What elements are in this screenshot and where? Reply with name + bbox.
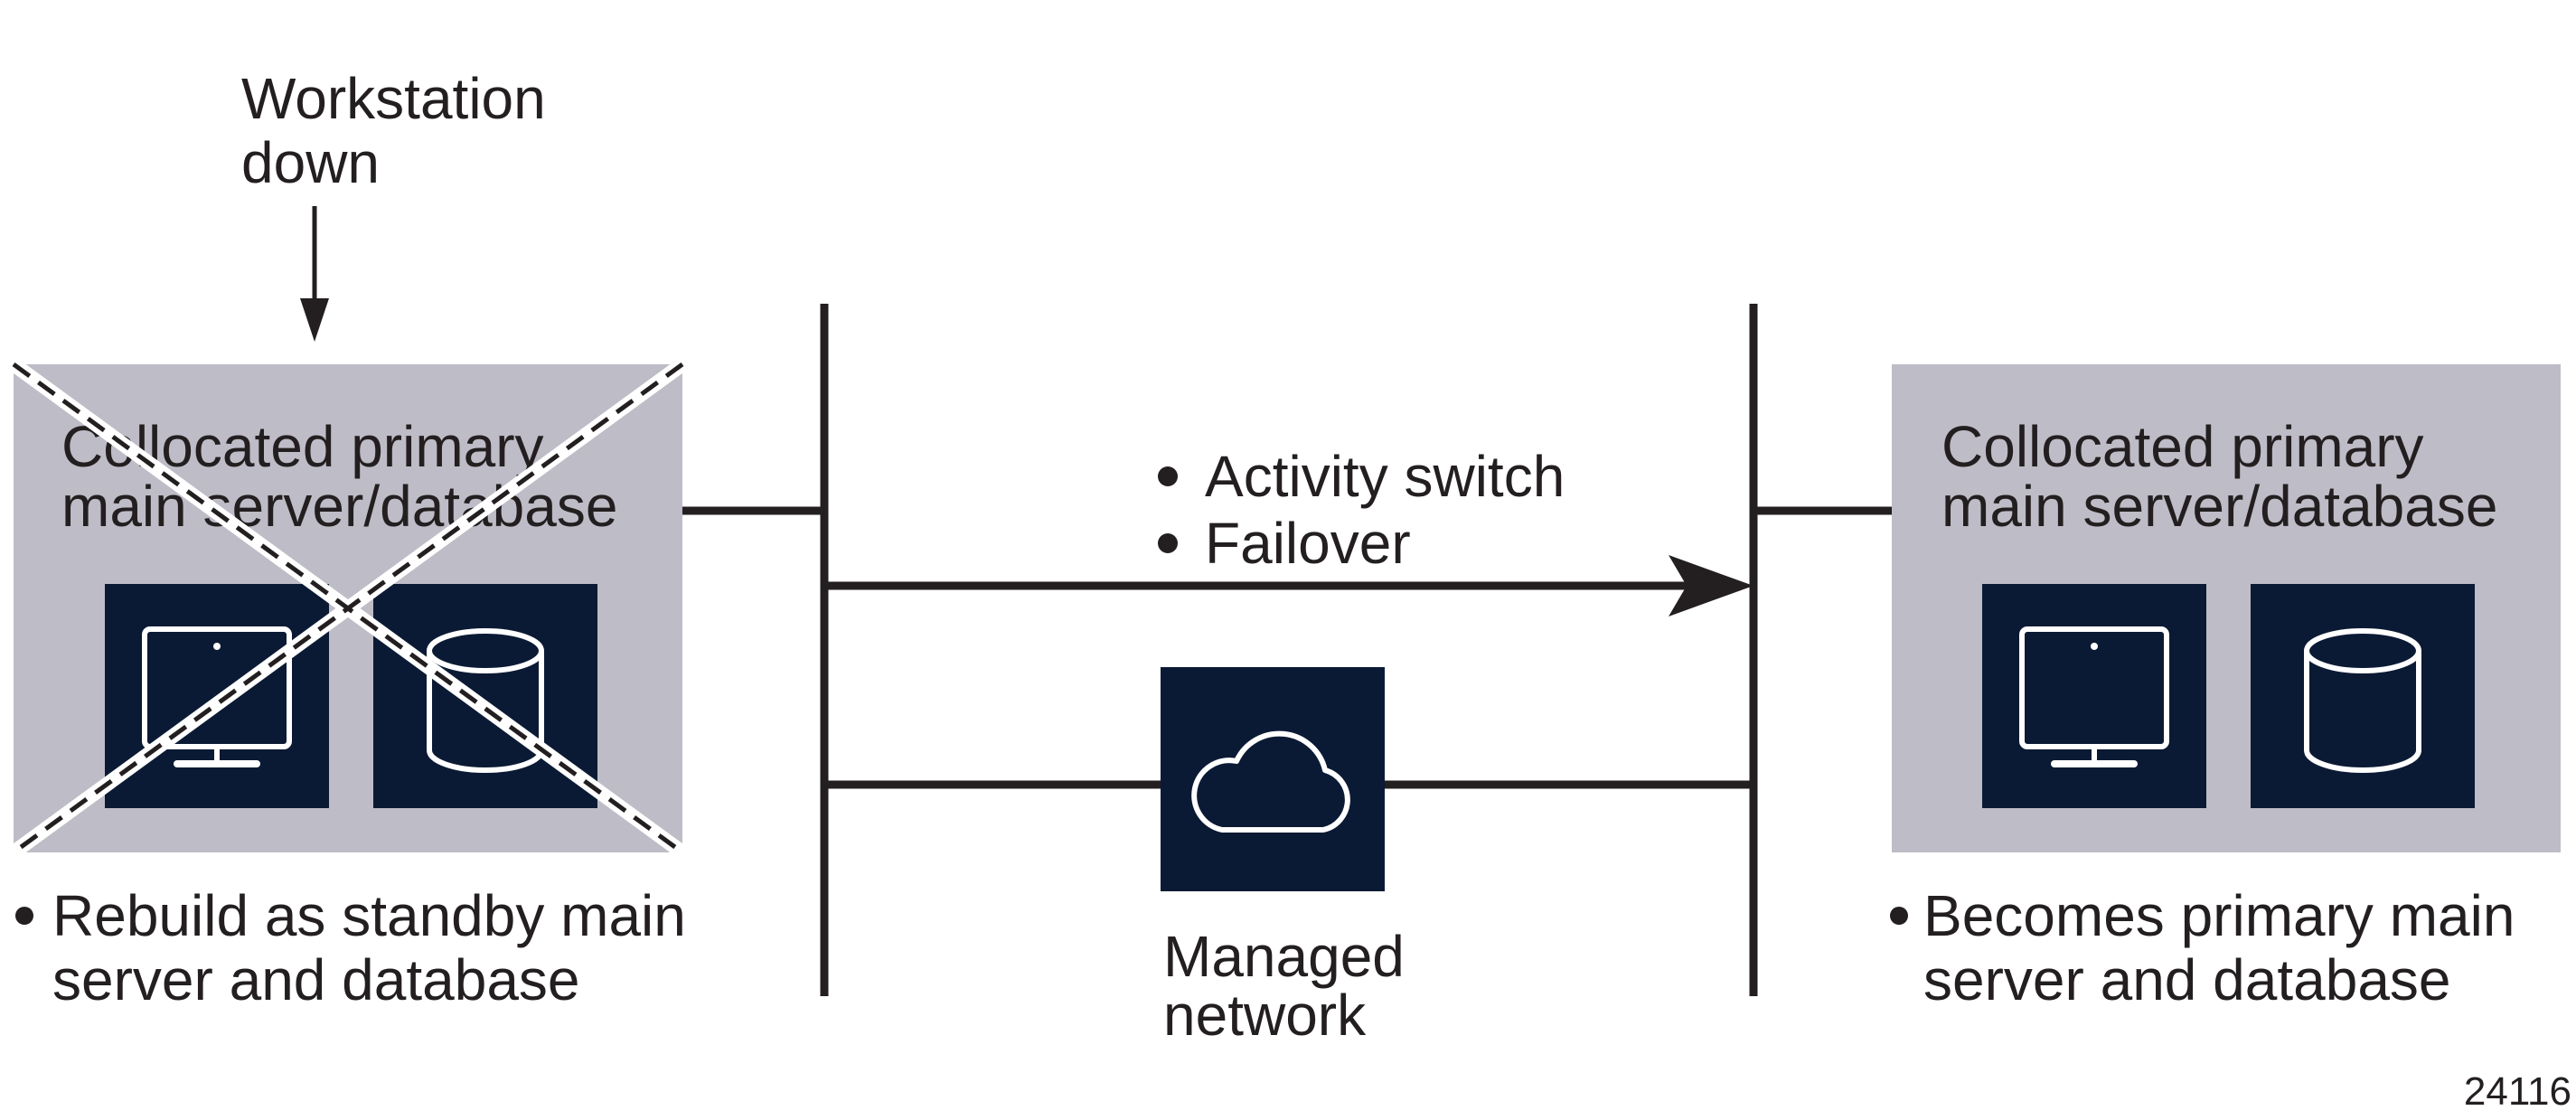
right-server-title-line2: main server/database (1941, 474, 2497, 539)
managed-network: Managed network (1161, 667, 1405, 1048)
left-server-title-line1: Collocated primary (61, 414, 544, 479)
left-note-line1: Rebuild as standby main (52, 883, 686, 948)
right-server-panel: Collocated primary main server/database … (1890, 364, 2561, 1012)
left-note-bullet (15, 907, 33, 925)
right-note-bullet (1890, 907, 1908, 925)
workstation-down-callout: Workstation down (241, 66, 546, 342)
monitor-icon (142, 626, 292, 767)
cloud-tile (1161, 667, 1385, 891)
left-server-title-line2: main server/database (61, 474, 617, 539)
switch-action-item-1: Activity switch (1205, 444, 1565, 509)
right-note-line1: Becomes primary main (1923, 883, 2515, 948)
workstation-down-line2: down (241, 130, 380, 195)
switch-actions-list: Activity switch Failover (1158, 444, 1565, 576)
database-icon (2304, 628, 2421, 773)
switch-action-bullet-1 (1158, 466, 1178, 486)
right-monitor-tile (1982, 584, 2206, 808)
left-note-line2: server and database (52, 947, 580, 1012)
failed-cross-out (9, 358, 687, 859)
switch-action-bullet-2 (1158, 533, 1178, 553)
failover-arrowhead-icon (1669, 555, 1753, 616)
network-topology (682, 304, 1892, 996)
managed-network-line1: Managed (1163, 924, 1405, 989)
workstation-down-line1: Workstation (241, 66, 546, 131)
monitor-icon (2019, 626, 2169, 767)
cloud-icon (1191, 730, 1350, 833)
database-icon (427, 628, 544, 773)
managed-network-line2: network (1163, 983, 1367, 1048)
figure-id: 24116 (2464, 1069, 2571, 1114)
down-arrow-icon (300, 298, 329, 342)
right-server-title-line1: Collocated primary (1941, 414, 2424, 479)
right-note-line2: server and database (1923, 947, 2451, 1012)
right-database-tile (2251, 584, 2475, 808)
left-server-panel: Collocated primary main server/database (9, 358, 687, 1012)
switch-action-item-2: Failover (1205, 511, 1411, 576)
